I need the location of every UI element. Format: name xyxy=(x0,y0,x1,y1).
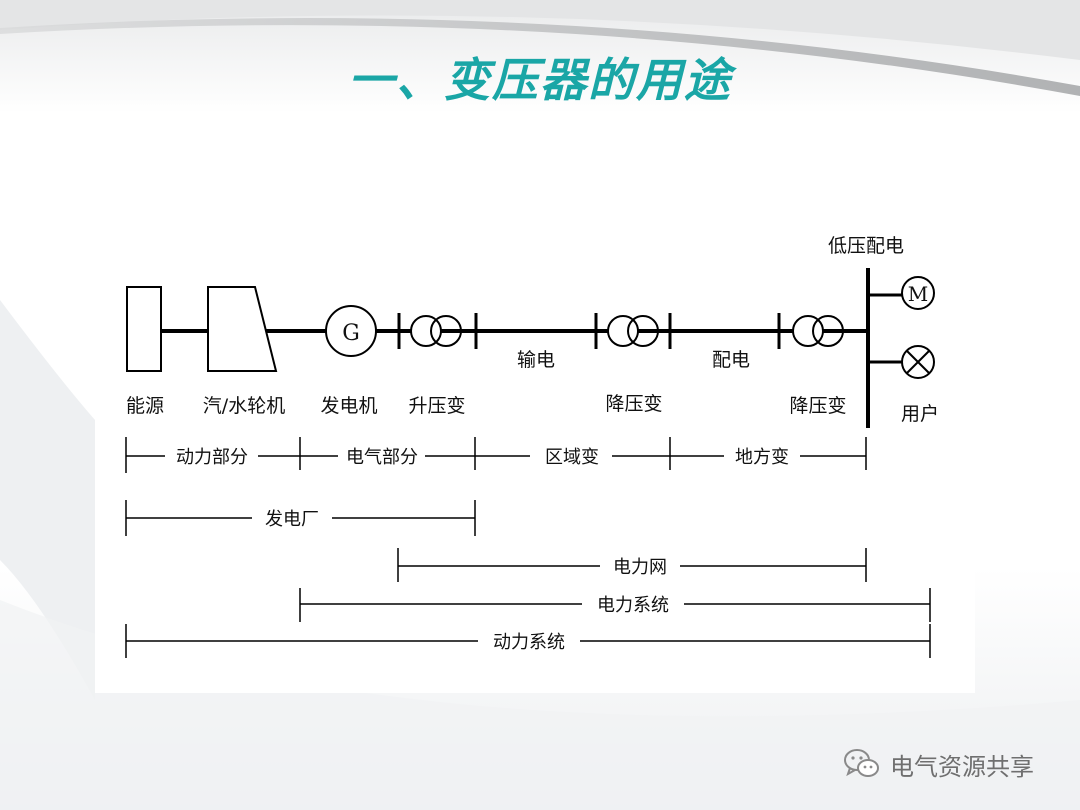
label-transmission: 输电 xyxy=(517,349,555,371)
label-energy: 能源 xyxy=(126,395,164,417)
step-up-coil-b xyxy=(430,315,462,347)
energy-box xyxy=(126,286,162,372)
motor-symbol: M xyxy=(908,282,928,306)
watermark-text: 电气资源共享 xyxy=(890,752,1034,781)
label-turbine: 汽/水轮机 xyxy=(203,395,285,417)
label-step-down-2: 降压变 xyxy=(789,395,846,417)
label-lv-distribution: 低压配电 xyxy=(828,235,904,257)
wechat-icon xyxy=(844,749,879,777)
generator-circle xyxy=(325,305,377,357)
span-power-section: 动力部分 xyxy=(176,447,248,468)
watermark: 电气资源共享 xyxy=(842,744,1034,784)
span-power-system: 电力系统 xyxy=(597,595,669,616)
span-power-grid: 电力网 xyxy=(613,557,667,578)
slide-title: 一、变压器的用途 xyxy=(348,53,732,107)
span-regional-substation: 区域变 xyxy=(545,447,599,468)
label-distribution: 配电 xyxy=(712,349,750,371)
span-local-substation: 地方变 xyxy=(735,447,789,468)
label-user: 用户 xyxy=(901,403,939,425)
label-step-up: 升压变 xyxy=(408,395,465,417)
span-electrical-section: 电气部分 xyxy=(346,447,418,468)
turbine-shape xyxy=(207,286,278,372)
span-dynamic-system: 动力系统 xyxy=(493,632,565,653)
label-step-down-1: 降压变 xyxy=(605,393,662,415)
motor-circle xyxy=(901,276,935,310)
label-generator: 发电机 xyxy=(320,395,377,417)
step-down1-coil-b xyxy=(627,315,659,347)
span-power-plant: 发电厂 xyxy=(265,509,319,530)
generator-symbol: G xyxy=(342,321,360,346)
step-down2-coil-b xyxy=(812,315,844,347)
